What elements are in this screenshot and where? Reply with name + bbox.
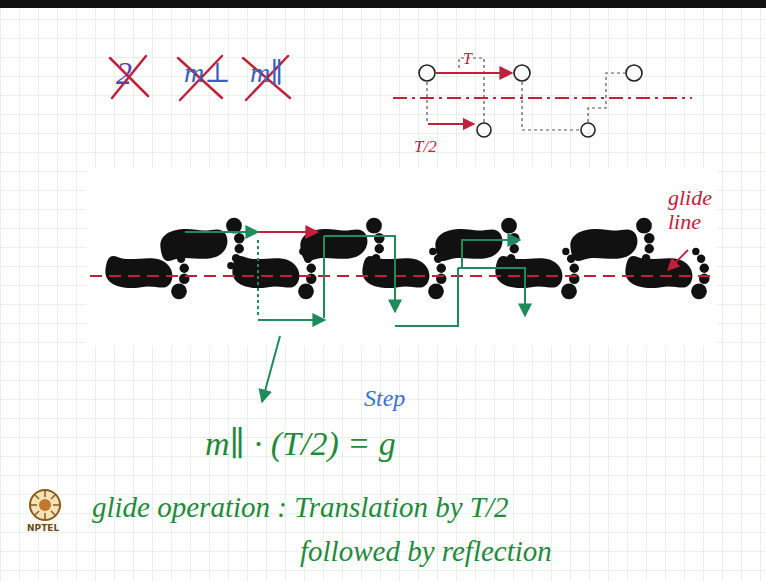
annotation: Step: [364, 385, 405, 411]
definition-text: glide operation : Translation by T/2: [92, 492, 509, 524]
crossed-symbol: m⊥: [184, 58, 231, 89]
crossed-symbol: m∥: [250, 58, 283, 89]
axis-label: glide line: [668, 186, 730, 234]
equation: m∥ · (T/2) = g: [205, 425, 396, 462]
definition-text: followed by reflection: [300, 536, 552, 568]
logo-text: NPTEL: [27, 524, 59, 534]
vector-label: T: [463, 50, 472, 68]
vector-label: T/2: [414, 138, 437, 157]
crossed-symbol: 2: [116, 56, 132, 91]
